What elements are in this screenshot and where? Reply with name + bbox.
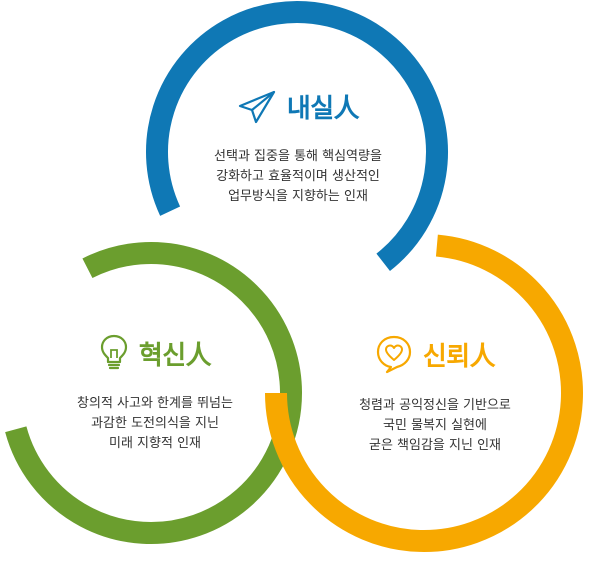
blue-ring (146, 1, 448, 271)
sinroe-line-3: 굳은 책임감을 지닌 인재 (369, 438, 501, 453)
sinroe-line-2: 국민 물복지 실현에 (383, 418, 487, 433)
sinroe-heading: 신뢰人 (320, 334, 550, 374)
orange-ring (265, 234, 583, 552)
hyeoksin-heading: 혁신人 (40, 334, 270, 372)
naesil-title: 내실人 (286, 94, 360, 124)
hyeoksin-title: 혁신人 (138, 340, 212, 371)
naesil-line-2: 강화하고 효율적이며 생산적인 (216, 169, 380, 184)
naesil-heading: 내실人 (175, 88, 421, 125)
hyeoksin-line-3: 미래 지향적 인재 (109, 436, 201, 451)
hyeoksin-panel: 혁신人 창의적 사고와 한계를 뛰넘는 과감한 도전의식을 지닌 미래 지향적 … (40, 334, 270, 454)
hyeoksin-description: 창의적 사고와 한계를 뛰넘는 과감한 도전의식을 지닌 미래 지향적 인재 (40, 394, 270, 454)
naesil-panel: 내실人 선택과 집중을 통해 핵심역량을 강화하고 효율적이며 생산적인 업무방… (175, 88, 421, 207)
naesil-line-3: 업무방식을 지향하는 인재 (228, 189, 368, 204)
paper-plane-icon (237, 89, 277, 125)
hyeoksin-line-2: 과감한 도전의식을 지닌 (91, 416, 219, 431)
naesil-description: 선택과 집중을 통해 핵심역량을 강화하고 효율적이며 생산적인 업무방식을 지… (175, 147, 421, 207)
hyeoksin-line-1: 창의적 사고와 한계를 뛰넘는 (77, 396, 233, 411)
sinroe-description: 청렴과 공익정신을 기반으로 국민 물복지 실현에 굳은 책임감을 지닌 인재 (320, 396, 550, 456)
lightbulb-icon (99, 334, 129, 372)
sinroe-title: 신뢰人 (422, 341, 496, 372)
sinroe-panel: 신뢰人 청렴과 공익정신을 기반으로 국민 물복지 실현에 굳은 책임감을 지닌… (320, 334, 550, 456)
heart-bubble-icon (375, 334, 413, 374)
naesil-line-1: 선택과 집중을 통해 핵심역량을 (214, 149, 382, 164)
sinroe-line-1: 청렴과 공익정신을 기반으로 (359, 398, 511, 413)
